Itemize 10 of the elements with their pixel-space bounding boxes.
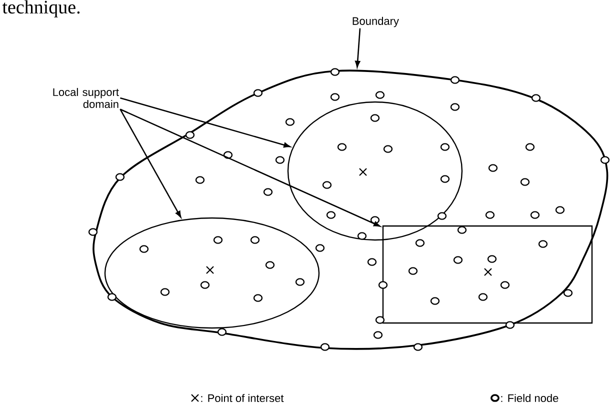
callout-label: Boundary [352, 16, 399, 28]
leader-arrow [355, 28, 361, 68]
callout-label: Local support domain [53, 88, 119, 108]
legend-text: : Point of interset [201, 394, 284, 402]
legend-text: : Field node [501, 394, 558, 402]
leader-arrow [120, 108, 182, 218]
caption-fragment: technique. [2, 0, 80, 18]
support-domain-ellipse [287, 101, 463, 241]
leader-arrow [120, 108, 380, 227]
leader-arrow [120, 97, 290, 148]
